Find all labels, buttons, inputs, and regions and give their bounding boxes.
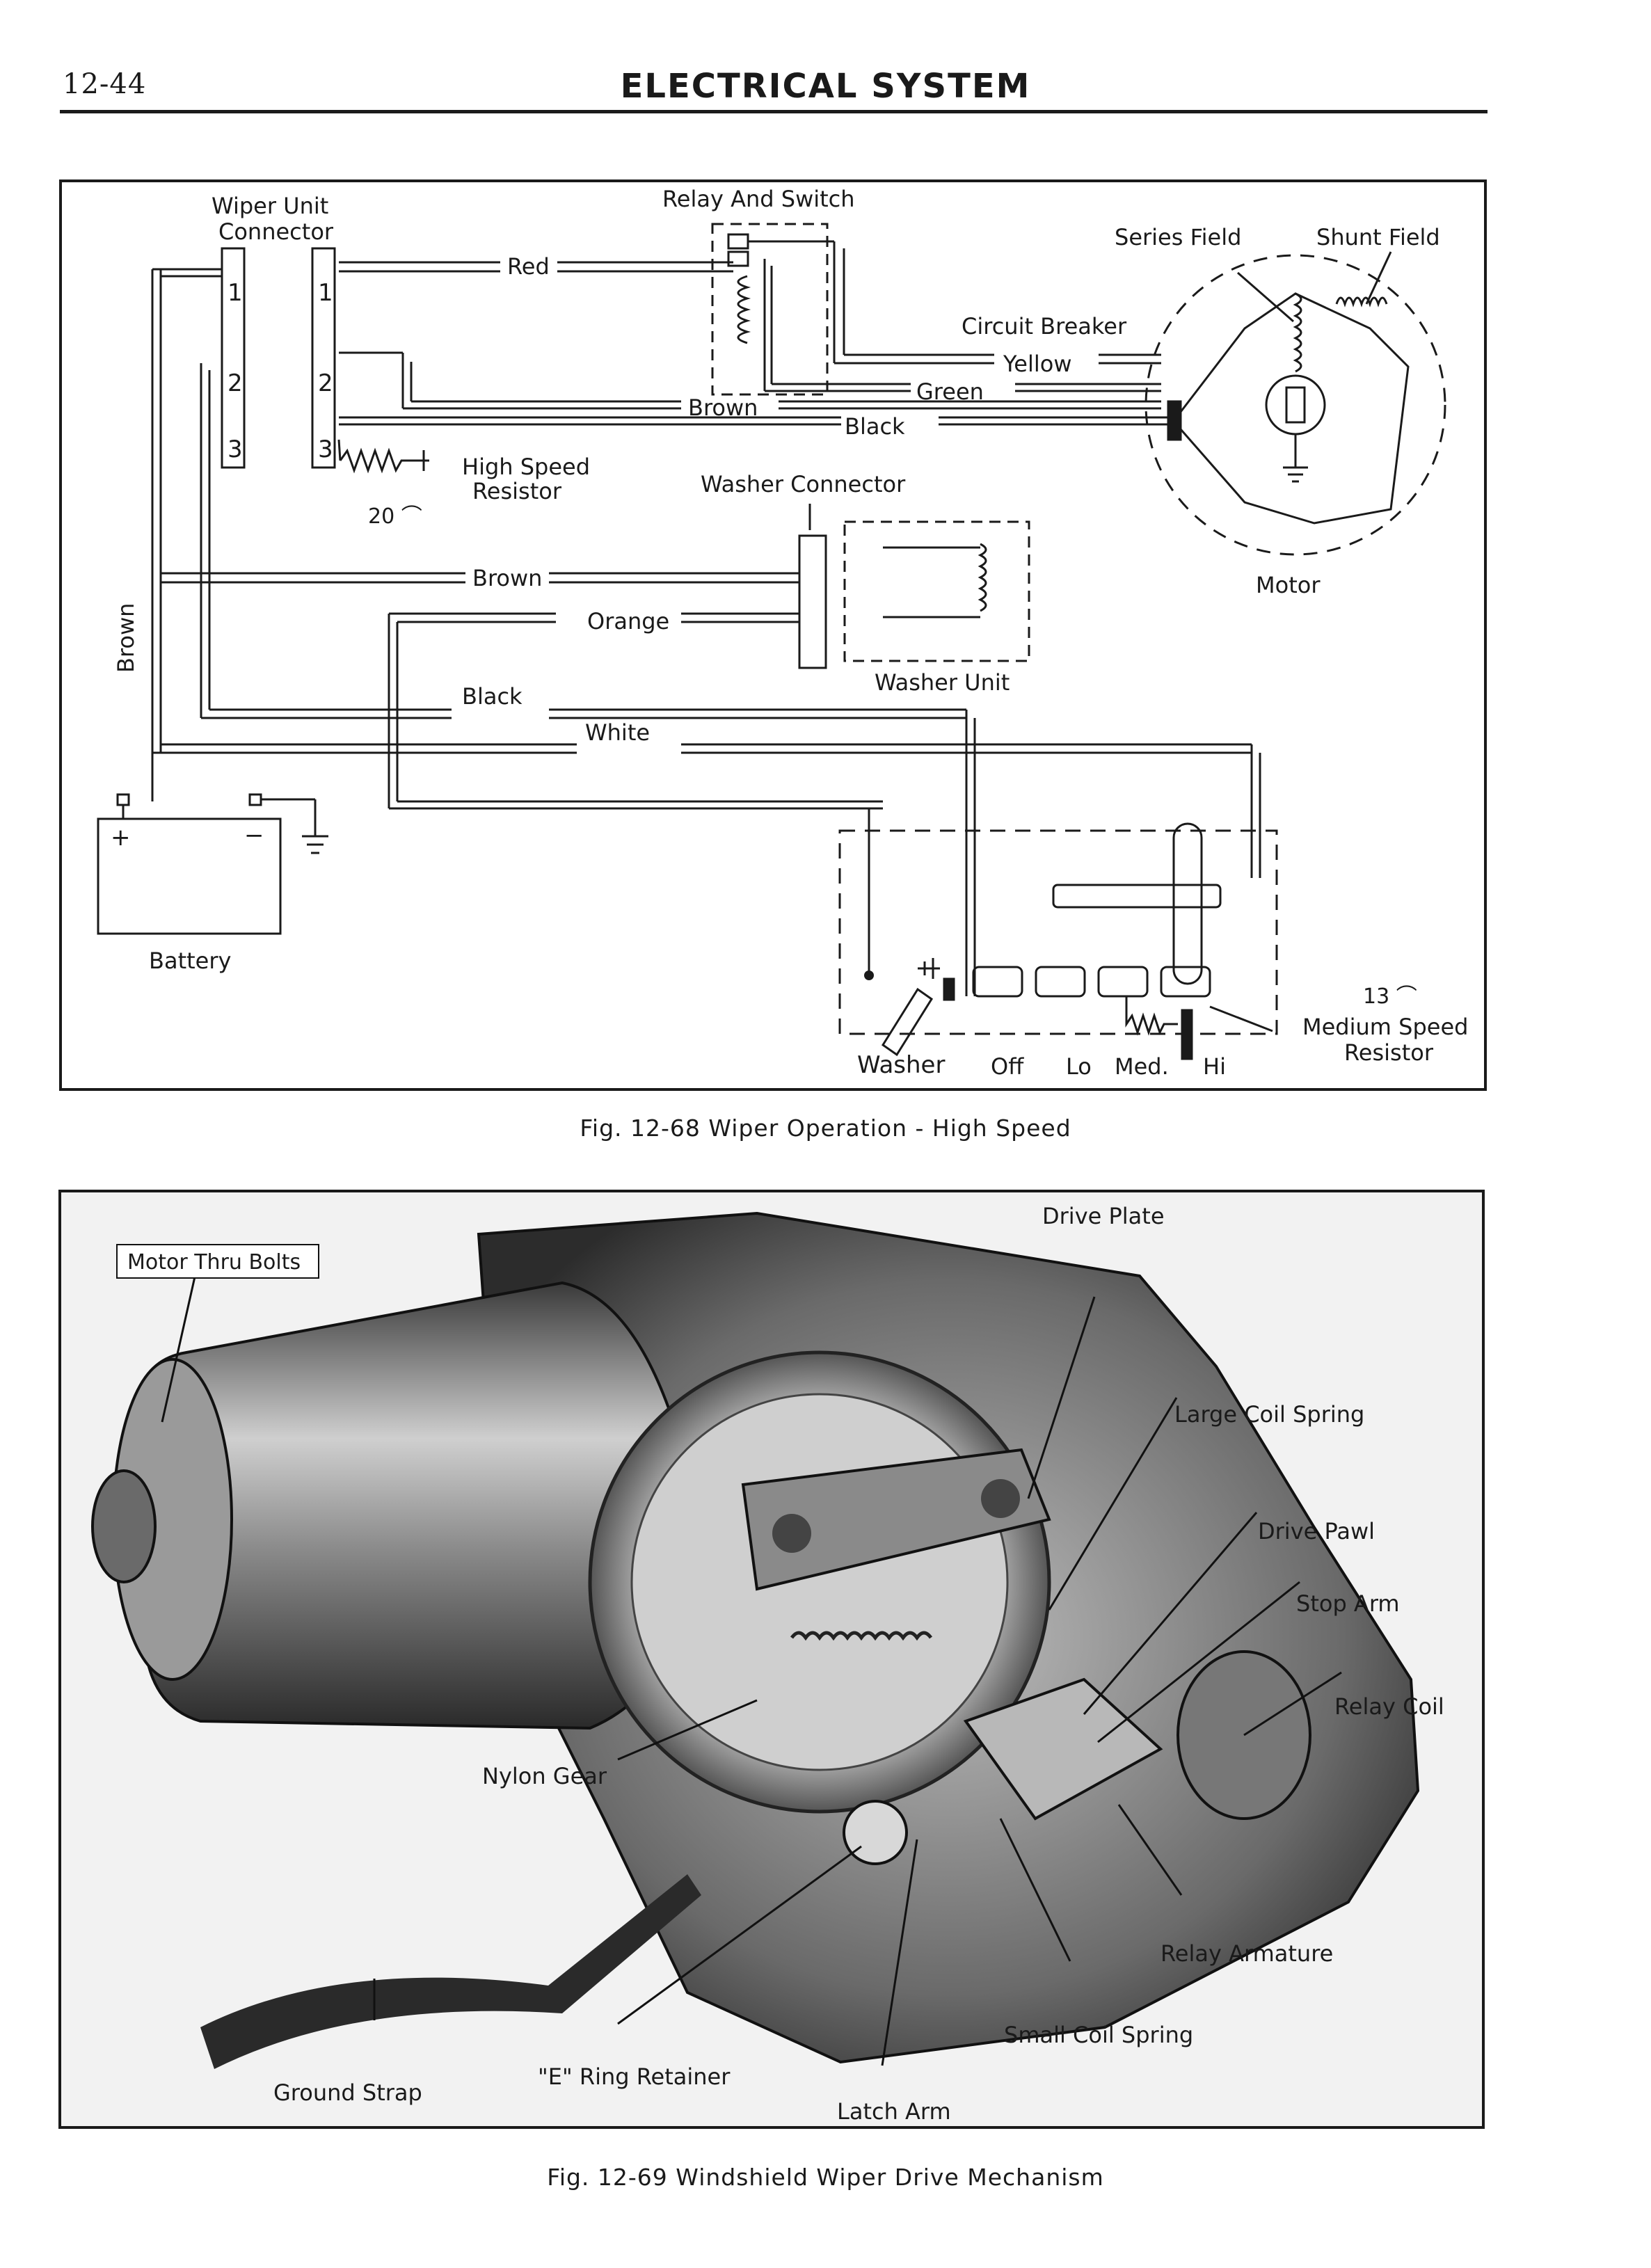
label-e-ring-retainer: "E" Ring Retainer [538, 2063, 731, 2090]
label-nylon-gear: Nylon Gear [482, 1763, 607, 1789]
label-washer: Washer [857, 1051, 945, 1079]
label-series-field: Series Field [1115, 224, 1241, 250]
label-large-coil-spring: Large Coil Spring [1174, 1401, 1364, 1428]
label-white: White [585, 719, 650, 746]
label-drive-plate: Drive Plate [1042, 1203, 1165, 1229]
label-latch-arm: Latch Arm [837, 2098, 951, 2125]
label-ohm20: 20 ⌒ [368, 504, 422, 529]
label-battery: Battery [149, 948, 231, 974]
label-high-speed: High Speed [462, 454, 590, 480]
header-rule [60, 110, 1488, 113]
page-number: 12-44 [63, 68, 147, 100]
drive-mechanism-illustration: Motor Thru Bolts Drive Plate Large Coil … [61, 1192, 1482, 2126]
washer-unit-box [843, 520, 1030, 662]
label-pin2b: 2 [318, 369, 333, 397]
label-small-coil-spring: Small Coil Spring [1004, 2022, 1193, 2048]
label-pin1b: 1 [318, 279, 333, 307]
label-circuit-breaker: Circuit Breaker [962, 313, 1127, 340]
label-resistor: Resistor [472, 478, 562, 504]
label-lo: Lo [1066, 1053, 1092, 1080]
label-off: Off [991, 1053, 1024, 1080]
label-med: Med. [1115, 1053, 1169, 1080]
label-washer-connector: Washer Connector [701, 471, 906, 497]
figure-caption-12-69: Fig. 12-69 Windshield Wiper Drive Mechan… [547, 2164, 1104, 2191]
drive-mechanism-figure: Motor Thru Bolts Drive Plate Large Coil … [58, 1190, 1485, 2129]
label-yellow: Yellow [1003, 351, 1072, 377]
figure-caption-12-68: Fig. 12-68 Wiper Operation - High Speed [580, 1115, 1071, 1142]
label-red: Red [507, 253, 550, 280]
label-pin3b: 3 [318, 436, 333, 463]
label-pin3a: 3 [228, 436, 243, 463]
wiper-connector-left [221, 247, 246, 469]
motor-circle [1144, 254, 1446, 556]
label-wiper-unit: Wiper Unit [212, 193, 328, 219]
battery-box [97, 817, 282, 935]
label-orange: Orange [587, 608, 669, 634]
label-stop-arm: Stop Arm [1296, 1590, 1400, 1617]
circuit-breaker [1167, 400, 1182, 441]
label-connector: Connector [218, 218, 334, 245]
switch-box [838, 829, 1278, 1035]
washer-connector [798, 534, 827, 669]
label-ground-strap: Ground Strap [273, 2079, 422, 2106]
label-battery-minus: − [244, 822, 264, 849]
label-black2: Black [462, 683, 523, 710]
label-pin1a: 1 [228, 279, 243, 307]
label-medium-speed: Medium Speed [1302, 1014, 1468, 1040]
label-relay-coil: Relay Coil [1334, 1693, 1444, 1720]
label-motor: Motor [1256, 572, 1321, 598]
label-battery-plus: + [111, 824, 131, 852]
label-motor-thru-bolts: Motor Thru Bolts [127, 1250, 301, 1275]
page-title: ELECTRICAL SYSTEM [620, 67, 1031, 106]
wiper-connector-right [311, 247, 336, 469]
label-washer-unit: Washer Unit [875, 669, 1010, 696]
label-hi: Hi [1203, 1053, 1226, 1080]
label-resistor2: Resistor [1344, 1039, 1434, 1066]
label-ohm13: 13 ⌒ [1363, 984, 1417, 1009]
label-brown: Brown [688, 394, 758, 421]
wiring-diagram: Wiper Unit Connector 1 2 3 1 2 3 Relay A… [97, 186, 1468, 1080]
label-brown2: Brown [472, 565, 542, 591]
label-green: Green [916, 378, 984, 405]
label-black: Black [845, 413, 905, 440]
label-shunt-field: Shunt Field [1316, 224, 1440, 250]
label-relay-armature: Relay Armature [1161, 1940, 1333, 1967]
label-drive-pawl: Drive Pawl [1258, 1518, 1375, 1544]
wiring-diagram-figure: Wiper Unit Connector 1 2 3 1 2 3 Relay A… [59, 179, 1487, 1091]
label-brown-vertical: Brown [113, 603, 139, 673]
relay-switch-box [711, 223, 829, 396]
label-relay-and-switch: Relay And Switch [662, 186, 855, 212]
label-pin2a: 2 [228, 369, 243, 397]
